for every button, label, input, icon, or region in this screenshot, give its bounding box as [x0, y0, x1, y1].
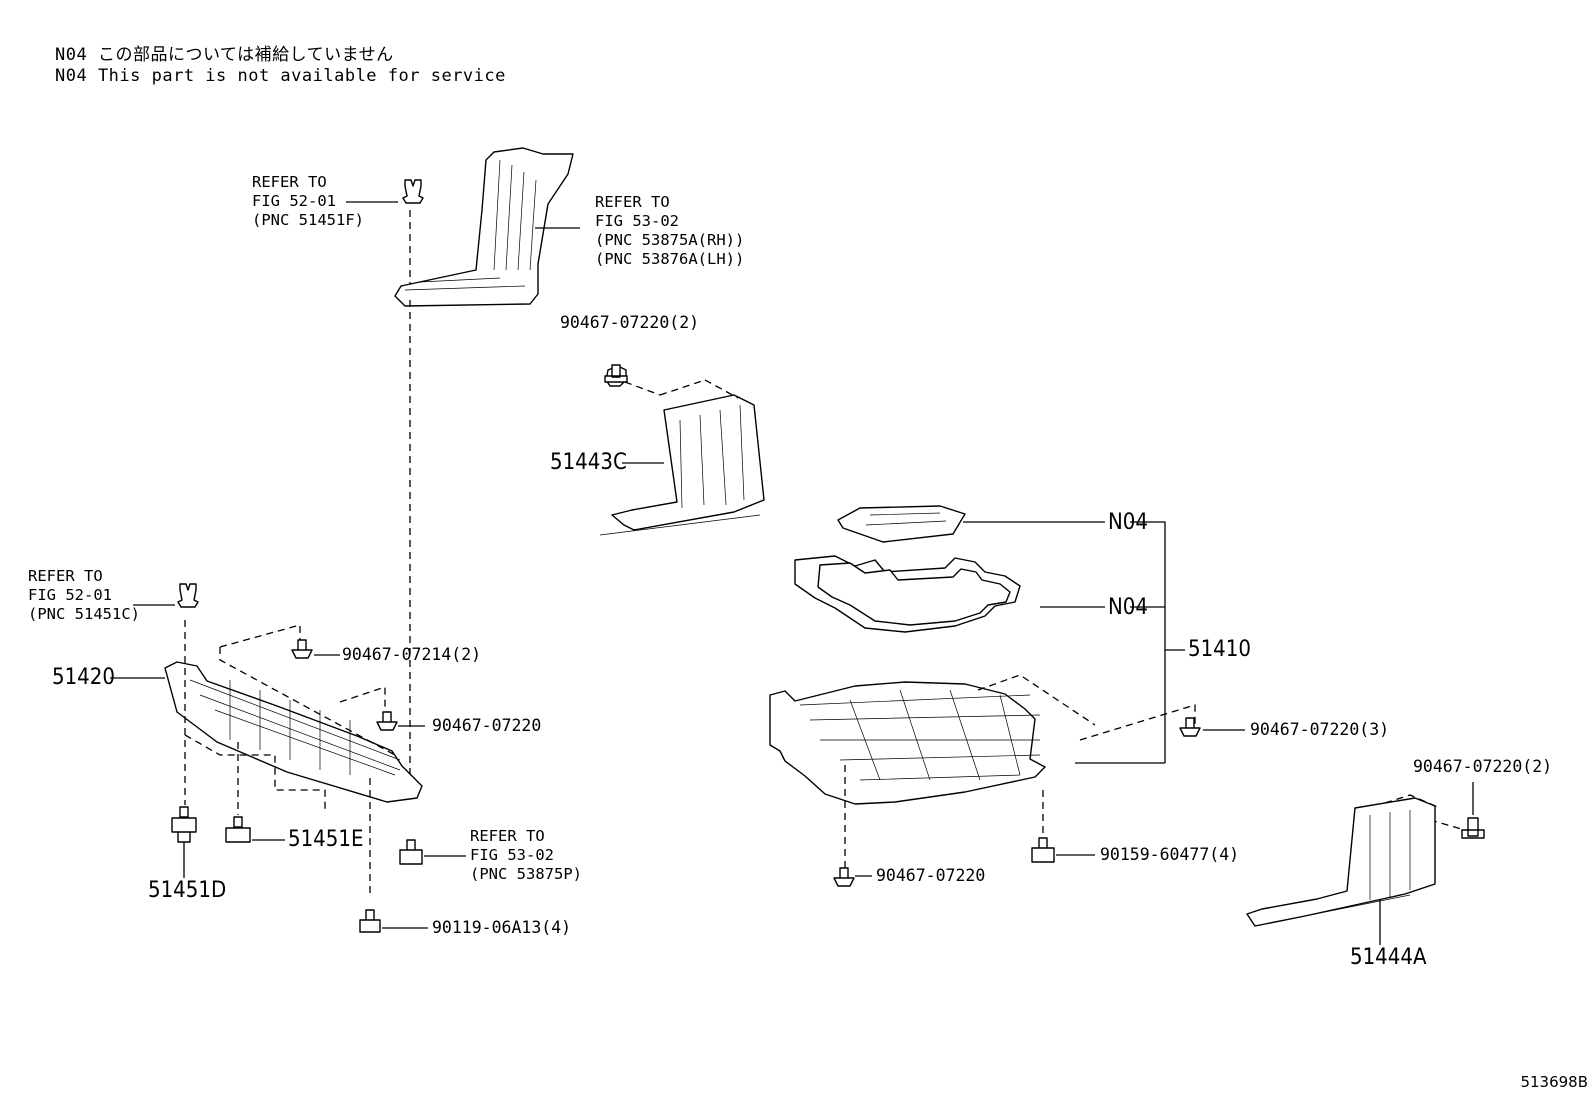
part-51444A [1246, 797, 1436, 927]
part-N04-gasket [794, 555, 1021, 633]
fastener-90467-07220-mid [376, 711, 398, 731]
clip-top [402, 179, 424, 204]
part-51410 [769, 681, 1046, 805]
pn-N04-upper: N04 [1108, 510, 1148, 535]
dash-51444A-b [1384, 794, 1441, 809]
ref-label-53875P: REFER TO FIG 53-02 (PNC 53875P) [470, 827, 582, 883]
dash-51410-a [977, 674, 1096, 726]
part-51420 [164, 661, 423, 803]
figure-code: 513698B [1520, 1073, 1588, 1091]
ref-label-51451F: REFER TO FIG 52-01 (PNC 51451F) [252, 173, 364, 229]
pn-90467-07220-3: 90467-07220(3) [1250, 720, 1390, 739]
clip-left [177, 583, 199, 608]
pn-90159-60477: 90159-60477(4) [1100, 845, 1240, 864]
dash-51443C-c [704, 379, 739, 399]
fastener-90467-07214 [291, 639, 313, 659]
bolt-51451E [225, 816, 251, 843]
fastener-90467-07220-bottom [833, 867, 855, 887]
pn-90467-07220-mid: 90467-07220 [432, 716, 542, 735]
bolt-90159-60477 [1031, 837, 1055, 863]
fastener-90467-07220-3 [1179, 717, 1201, 737]
fastener-90467-07220-2-right [1461, 817, 1485, 839]
note-japanese: N04 この部品については補給していません [55, 45, 394, 65]
dash-51420-a [219, 624, 301, 652]
pn-51451E: 51451E [288, 827, 364, 852]
pn-N04-gasket: N04 [1108, 595, 1148, 620]
bolt-51451D [171, 806, 197, 843]
pn-51443C: 51443C [550, 450, 627, 475]
pn-90119-06A13: 90119-06A13(4) [432, 918, 572, 937]
dash-51443C-b [659, 379, 706, 396]
pn-51420: 51420 [52, 665, 115, 690]
note-english: N04 This part is not available for servi… [55, 66, 506, 86]
pn-90467-07214: 90467-07214(2) [342, 645, 482, 664]
ref-label-51451C: REFER TO FIG 52-01 (PNC 51451C) [28, 567, 140, 623]
dash-51410-b [1079, 704, 1196, 741]
pn-51451D: 51451D [148, 878, 227, 903]
pn-51444A: 51444A [1350, 945, 1427, 970]
pn-90467-07220-bottom: 90467-07220 [876, 866, 986, 885]
pn-90467-07220-2-top: 90467-07220(2) [560, 313, 700, 332]
fender-liner [394, 147, 574, 307]
pn-51410: 51410 [1188, 637, 1251, 662]
bolt-90119-06A13 [359, 909, 381, 933]
part-N04-upper [837, 505, 966, 543]
dash-51443C-a [624, 381, 661, 396]
dash-51420-c [339, 686, 386, 710]
fastener-90467-07220-2-top [604, 364, 628, 383]
dash-51420-b [219, 647, 396, 756]
bracket-51410 [1130, 521, 1166, 763]
pn-90467-07220-2-right: 90467-07220(2) [1413, 757, 1553, 776]
dash-51444A-a [1429, 819, 1466, 831]
ref-label-fender: REFER TO FIG 53-02 (PNC 53875A(RH)) (PNC… [595, 193, 745, 268]
dash-51420-e [184, 734, 326, 810]
clip-53875P [399, 839, 423, 865]
